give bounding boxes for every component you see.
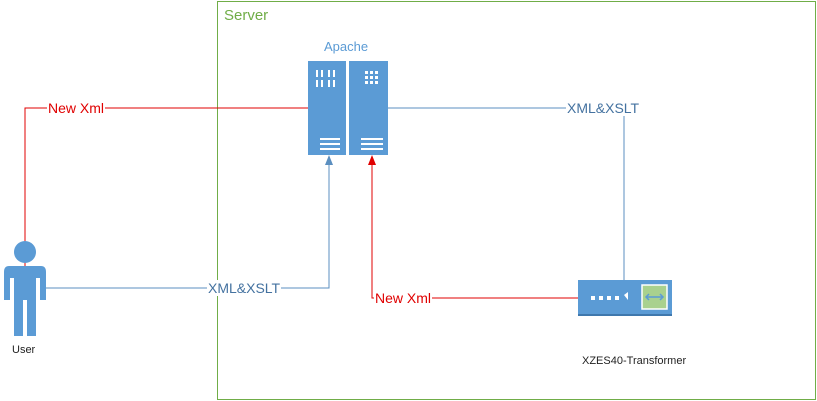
transformer-icon [578,280,672,316]
server-label: Server [224,7,269,24]
connector-apache-to-transformer [388,107,625,282]
connector-label-user-to-apache: XML&XSLT [207,280,282,296]
connector-apache-to-user [21,107,309,293]
connector-label-transformer-to-apache: New Xml [374,290,433,306]
apache-server-icon [308,61,388,155]
server-boundary [217,1,816,400]
apache-label: Apache [324,39,369,54]
connector-label-apache-to-user: New Xml [47,100,106,116]
user-label: User [12,344,36,356]
connector-transformer-to-apache [368,155,578,299]
transformer-label: XZES40-Transformer [582,355,687,367]
user-icon [4,241,46,336]
connector-label-apache-to-transformer: XML&XSLT [566,100,641,116]
connector-user-to-apache [45,155,333,289]
